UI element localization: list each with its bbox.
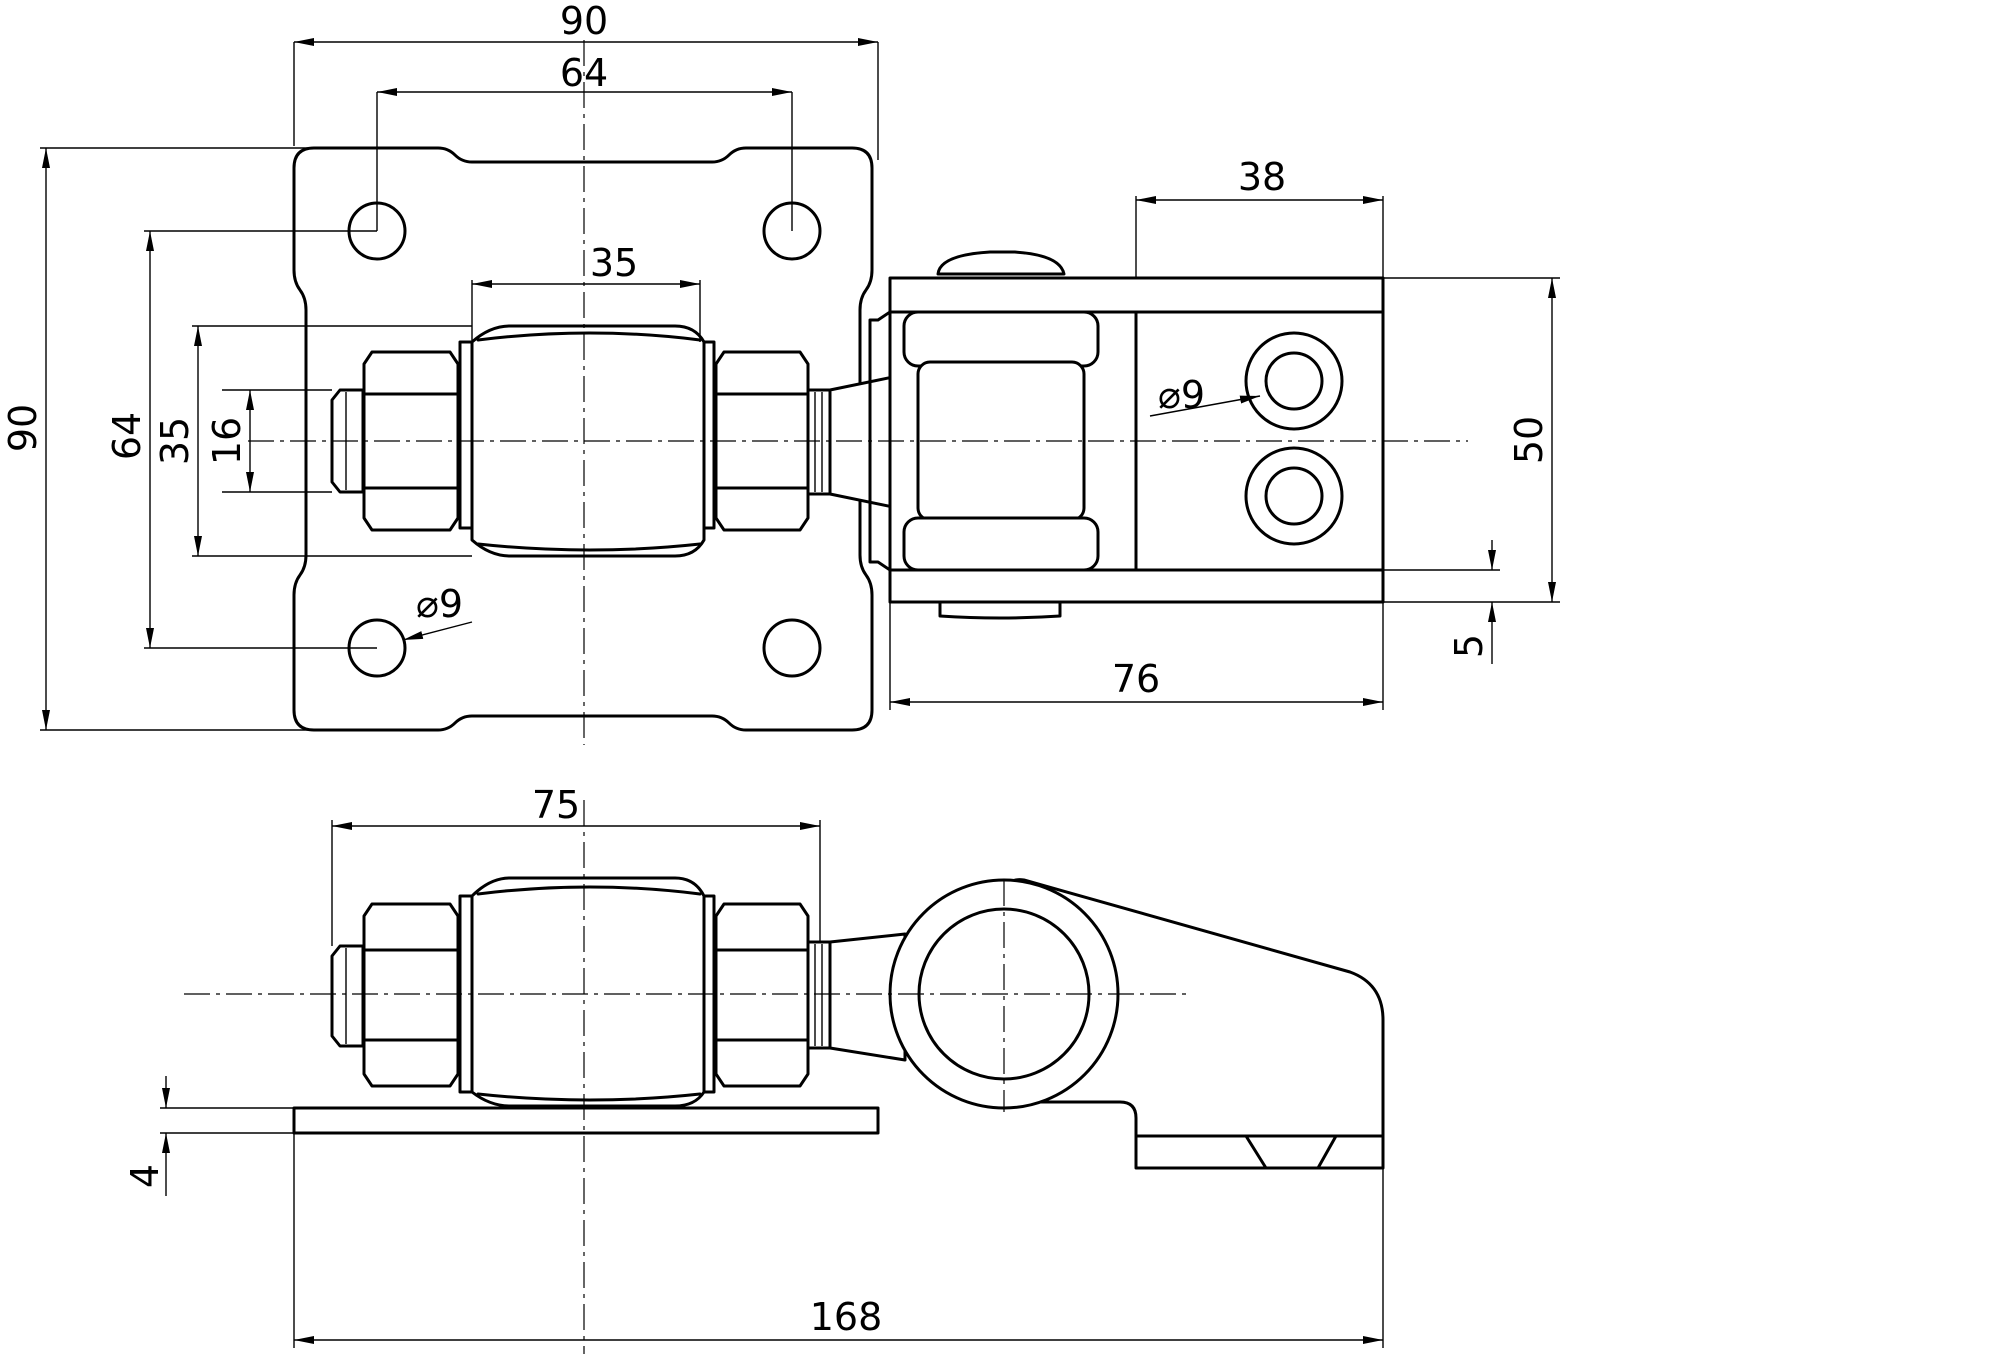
top-view [248, 40, 1468, 745]
dim-adjustment-length: 75 [532, 783, 580, 827]
side-hex-nut-left [362, 902, 460, 1088]
dim-plate-height: 90 [1, 404, 45, 452]
leader-plate-hole [402, 621, 473, 641]
dim-hole-spacing-vertical: 64 [105, 412, 149, 460]
dim-overall-length: 168 [810, 1295, 883, 1339]
bracket-hole-upper-inner [1264, 351, 1324, 411]
dim-bracket-thickness: 5 [1447, 634, 1491, 658]
leader-bracket-hole [1149, 395, 1261, 417]
dim-plate-width: 90 [560, 0, 608, 43]
dim-body-height: 35 [153, 417, 197, 465]
side-adjuster-body [458, 876, 716, 1108]
hex-nut-left [362, 350, 460, 532]
side-taper-neck [828, 932, 907, 1062]
pin-head-bottom [938, 600, 1062, 620]
bracket-hole-lower-inner [1264, 466, 1324, 526]
dim-body-length: 35 [590, 241, 638, 285]
bracket-hole-lower-outer [1244, 446, 1344, 546]
side-collar [806, 940, 832, 1050]
side-base-plate [292, 1106, 880, 1135]
dim-bracket-hole-length: 38 [1238, 155, 1286, 199]
dim-plate-thickness: 4 [123, 1164, 167, 1188]
side-view [184, 800, 1385, 1354]
bracket-bottom-flange [888, 568, 1385, 604]
collar [806, 388, 832, 496]
bushing-top [902, 310, 1100, 368]
base-plate-outline [292, 146, 874, 732]
dim-hole-spacing-horizontal: 64 [560, 51, 608, 95]
dim-bracket-width: 50 [1507, 416, 1551, 464]
side-view-dimensions: 75 4 168 [123, 783, 1384, 1348]
plate-hole-bottom-right [762, 618, 822, 678]
dim-bracket-hole-diameter: ⌀9 [1158, 373, 1205, 417]
side-hex-nut-right [714, 902, 810, 1088]
bushing-bottom [902, 516, 1100, 572]
top-view-dimensions: 90 64 90 64 35 35 16 ⌀9 [1, 0, 1560, 731]
side-threaded-rod-end [330, 944, 365, 1048]
pin-head-top [936, 250, 1066, 276]
dim-thread-diameter: 16 [205, 417, 249, 465]
bracket-top-flange [888, 276, 1385, 314]
bracket-hole-upper-outer [1244, 331, 1344, 431]
dim-bracket-length: 76 [1112, 657, 1160, 701]
dim-plate-hole-diameter: ⌀9 [416, 582, 463, 626]
